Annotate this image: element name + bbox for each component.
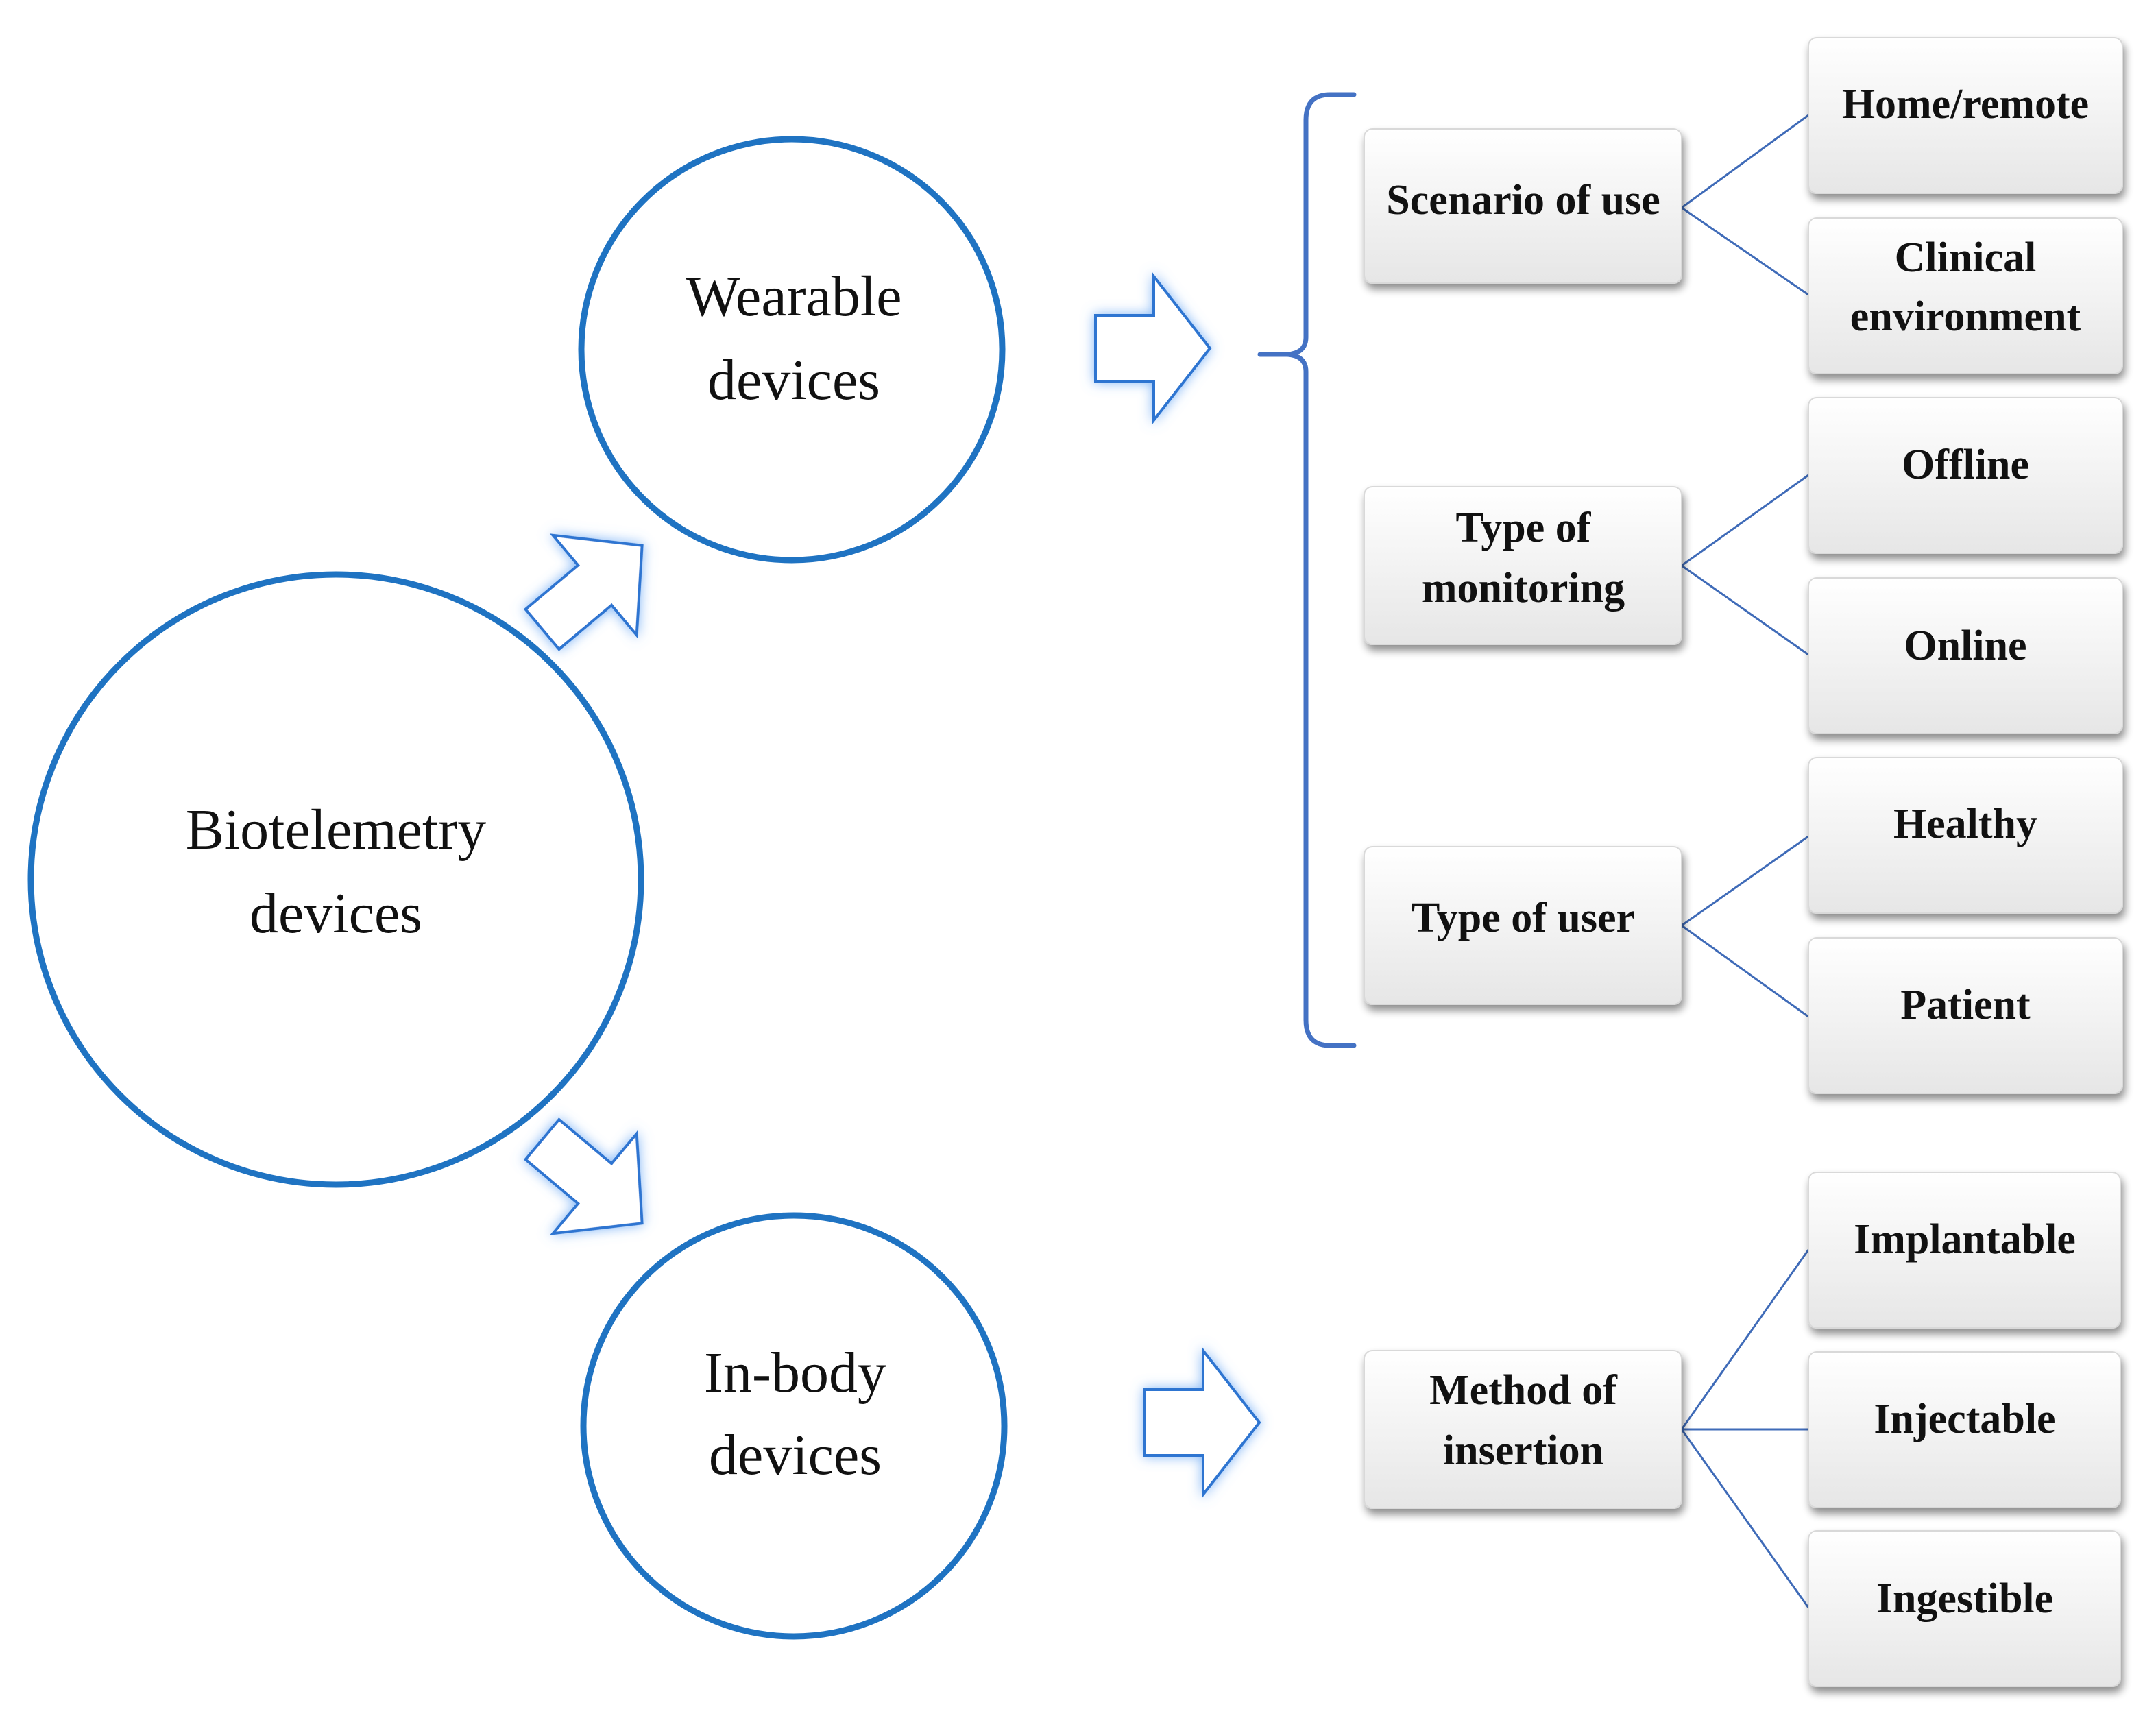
option-clinical-line1: Clinical (1895, 234, 2037, 281)
inbody-label-line1: In-body (704, 1341, 886, 1405)
option-home-remote: Home/remote (1808, 37, 2123, 194)
arrow-root-to-wearable (523, 533, 644, 651)
arrow-wearable-to-categories (1094, 272, 1212, 424)
wearable-label-line1: Wearable (686, 265, 902, 328)
grouping-brace (1257, 92, 1357, 1048)
option-ingestible-label: Ingestible (1876, 1575, 2053, 1622)
category-scenario-of-use: Scenario of use (1364, 128, 1682, 284)
option-implantable-label: Implantable (1854, 1216, 2076, 1263)
option-home-remote-label: Home/remote (1842, 81, 2089, 128)
option-healthy-label: Healthy (1893, 801, 2037, 847)
wearable-node: Wearable devices (578, 136, 1006, 564)
connector-insertion-ingestible (1680, 1429, 1810, 1608)
connector-user-healthy (1681, 835, 1809, 927)
category-type-of-monitoring: Type of monitoring (1364, 486, 1682, 645)
root-label-line1: Biotelemetry (186, 798, 487, 862)
option-ingestible: Ingestible (1808, 1530, 2121, 1687)
category-scenario-label: Scenario of use (1386, 177, 1660, 223)
option-patient-label: Patient (1900, 982, 2031, 1028)
connector-scenario-home (1681, 114, 1809, 209)
connector-insertion-implantable (1680, 1249, 1810, 1430)
category-monitoring-line1: Type of (1456, 505, 1592, 551)
connector-scenario-clinical (1681, 206, 1809, 296)
option-clinical-environment: Clinical environment (1808, 217, 2123, 374)
category-insertion-line2: insertion (1443, 1427, 1603, 1474)
option-injectable-label: Injectable (1874, 1396, 2055, 1442)
option-online-label: Online (1904, 622, 2026, 669)
arrow-root-to-inbody (523, 1117, 644, 1235)
inbody-node: In-body devices (580, 1212, 1008, 1640)
wearable-label-line2: devices (707, 348, 880, 412)
option-healthy: Healthy (1808, 757, 2123, 914)
inbody-label-line2: devices (709, 1423, 882, 1487)
option-injectable: Injectable (1808, 1351, 2121, 1508)
connector-monitoring-online (1681, 564, 1809, 656)
option-clinical-line2: environment (1850, 293, 2081, 340)
connector-user-patient (1681, 924, 1809, 1018)
option-implantable: Implantable (1808, 1172, 2121, 1329)
option-offline-label: Offline (1902, 441, 2029, 488)
option-online: Online (1808, 577, 2123, 734)
category-user-label: Type of user (1412, 895, 1635, 941)
category-method-of-insertion: Method of insertion (1364, 1350, 1682, 1509)
arrow-inbody-to-categories (1143, 1346, 1261, 1499)
connector-monitoring-offline (1681, 474, 1809, 567)
root-node: Biotelemetry devices (27, 571, 644, 1188)
category-type-of-user: Type of user (1364, 846, 1682, 1005)
root-label-line2: devices (250, 882, 422, 945)
option-offline: Offline (1808, 397, 2123, 554)
category-monitoring-line2: monitoring (1422, 565, 1625, 612)
connectors (1680, 114, 1810, 1608)
option-patient: Patient (1808, 937, 2123, 1094)
category-insertion-line1: Method of (1429, 1367, 1618, 1414)
